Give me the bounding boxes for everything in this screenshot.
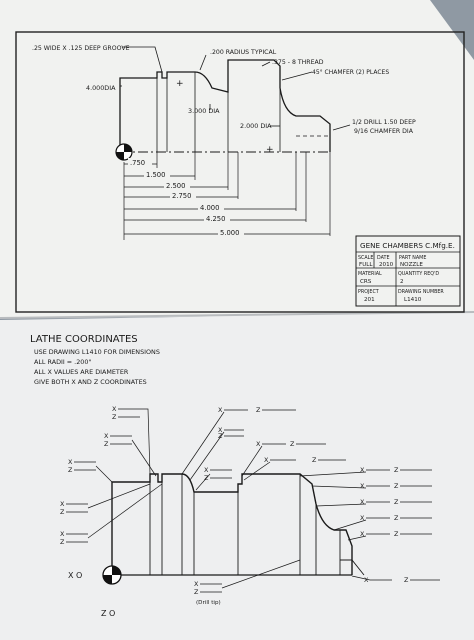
radius-leader [199, 54, 207, 71]
svg-text:Z: Z [394, 498, 399, 506]
center-mark-right: + [266, 145, 274, 155]
instruction-3: ALL X VALUES ARE DIAMETER [34, 368, 129, 376]
dim-2750: 2.750 [172, 192, 191, 200]
worksheet-sheet [0, 312, 474, 640]
svg-text:X: X [218, 406, 223, 414]
thread-leader [261, 61, 271, 67]
quantity-label: QUANTITY REQ'D [398, 271, 439, 277]
radius-note: .200 RADIUS TYPICAL [210, 49, 277, 56]
svg-text:Z: Z [204, 474, 209, 482]
svg-text:Z: Z [60, 538, 65, 546]
svg-text:Z: Z [394, 530, 399, 538]
svg-text:Z: Z [394, 466, 399, 474]
date-label: DATE [377, 255, 389, 261]
dim-5000: 5.000 [220, 229, 239, 237]
title-block: GENE CHAMBERS C.Mfg.E. SCALE FULL DATE 2… [355, 235, 461, 307]
svg-text:Z: Z [60, 508, 65, 516]
part-name-value: NOZZLE [400, 262, 423, 268]
project-value: 201 [364, 297, 375, 303]
groove-leader [122, 46, 163, 73]
worksheet-section-lines [149, 474, 365, 576]
part-name-label: PART NAME [399, 255, 426, 261]
scale-label: SCALE [358, 255, 373, 261]
svg-text:X: X [204, 466, 209, 474]
svg-text:Z: Z [394, 514, 399, 522]
svg-text:Z: Z [312, 456, 317, 464]
svg-text:X: X [364, 576, 369, 584]
worksheet-title: LATHE COORDINATES [30, 334, 138, 345]
coordinate-blanks [66, 408, 440, 593]
svg-text:X: X [194, 580, 199, 588]
sheet-edge [0, 311, 474, 319]
drawing-number-label: DRAWING NUMBER [398, 289, 444, 295]
dim-2500: 2.500 [166, 182, 185, 190]
chamfer-dia-note: 9/16 CHAMFER DIA [354, 128, 414, 135]
svg-text:X: X [360, 466, 365, 474]
dimension-labels: .750 1.500 2.500 2.750 4.000 4.250 5.000 [128, 158, 244, 237]
drill-leader [332, 124, 351, 131]
origin-symbol-top [115, 143, 133, 161]
dim-1500: 1.500 [146, 171, 165, 179]
drawing-border [15, 31, 465, 313]
svg-text:X: X [360, 514, 365, 522]
center-mark-small: + [176, 79, 184, 89]
svg-text:Z: Z [218, 432, 223, 440]
svg-text:X: X [60, 530, 65, 538]
dim-0750: .750 [130, 159, 145, 167]
svg-text:X: X [256, 440, 261, 448]
svg-text:Z: Z [104, 440, 109, 448]
svg-text:Z: Z [256, 406, 261, 414]
drill-tip-label: (Drill tip) [196, 600, 221, 606]
title-block-name: GENE CHAMBERS C.Mfg.E. [360, 241, 455, 250]
svg-text:Z: Z [404, 576, 409, 584]
svg-text:X: X [104, 432, 109, 440]
diameter-3000: 3.000 DIA [188, 107, 220, 115]
dim-4000: 4.000 [200, 204, 219, 212]
diameter-2000: 2.000 DIA [240, 122, 272, 130]
z0-label: Z O [101, 609, 115, 618]
svg-text:X: X [360, 498, 365, 506]
drill-note: 1/2 DRILL 1.50 DEEP [352, 119, 416, 126]
svg-text:Z: Z [194, 588, 199, 596]
material-label: MATERIAL [358, 271, 382, 277]
thread-note: .375 - 8 THREAD [272, 59, 324, 66]
scale-value: FULL [359, 262, 373, 268]
chamfer-note: 45° CHAMFER (2) PLACES [312, 69, 389, 76]
chamfer-leader [281, 71, 313, 81]
svg-text:X: X [360, 482, 365, 490]
date-value: 2010 [379, 262, 394, 268]
svg-text:X: X [68, 458, 73, 466]
x0-label: X O [68, 571, 82, 580]
svg-text:X: X [112, 405, 117, 413]
dim-4250: 4.250 [206, 215, 225, 223]
svg-text:Z: Z [290, 440, 295, 448]
drawing-number-value: L1410 [404, 297, 422, 303]
lathe-coordinates-worksheet: LATHE COORDINATES USE DRAWING L1410 FOR … [30, 334, 440, 618]
groove-note: .25 WIDE X .125 DEEP GROOVE [32, 45, 130, 52]
drawing-l1410: + + .25 WIDE X .125 DEEP GROOVE .200 RAD… [15, 31, 465, 313]
origin-symbol-worksheet [102, 565, 122, 585]
svg-text:Z: Z [112, 413, 117, 421]
instruction-1: USE DRAWING L1410 FOR DIMENSIONS [34, 348, 160, 356]
material-value: CRS [360, 279, 372, 285]
instruction-4: GIVE BOTH X AND Z COORDINATES [34, 378, 147, 386]
svg-text:X: X [218, 426, 223, 434]
quantity-value: 2 [400, 279, 404, 285]
svg-text:Z: Z [68, 466, 73, 474]
svg-text:X: X [60, 500, 65, 508]
svg-text:X: X [264, 456, 269, 464]
svg-text:X: X [360, 530, 365, 538]
project-label: PROJECT [358, 289, 379, 295]
diameter-4000: 4.000DIA [86, 84, 116, 92]
svg-text:Z: Z [394, 482, 399, 490]
instruction-2: ALL RADII = .200" [34, 358, 91, 366]
